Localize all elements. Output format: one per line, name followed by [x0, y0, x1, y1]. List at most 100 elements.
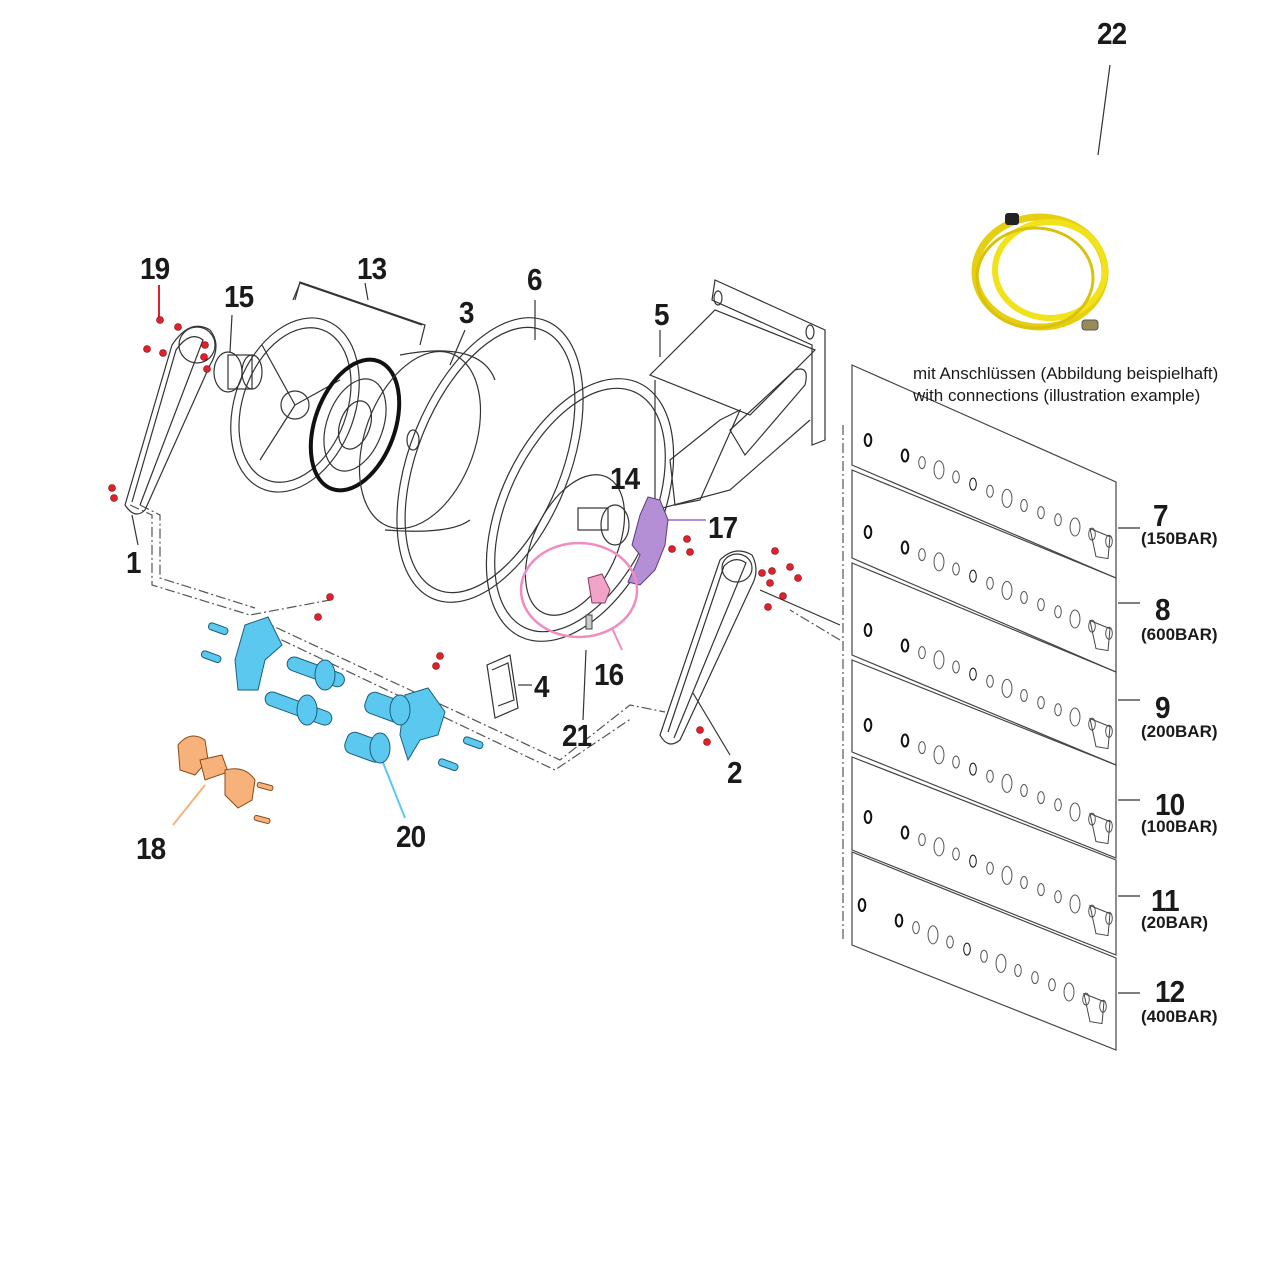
fitting-ring	[1069, 802, 1081, 822]
leader-16	[611, 627, 623, 651]
fitting-ring	[900, 733, 910, 748]
fitting-ring	[1054, 703, 1062, 717]
callout-13: 13	[357, 251, 387, 286]
fitting-ring	[969, 854, 977, 868]
kit-7-pressure: (150BAR)	[1141, 529, 1218, 548]
elbow-fitting	[1089, 717, 1111, 750]
screws-group	[108, 316, 802, 746]
part-5-wall-bracket	[648, 279, 826, 511]
fitting-ring	[918, 548, 926, 562]
part-18-clamp	[177, 735, 274, 825]
fitting-ring	[986, 861, 994, 875]
screw	[764, 603, 772, 611]
fitting-ring	[1001, 865, 1013, 885]
screw	[200, 353, 208, 361]
screw	[794, 574, 802, 582]
fitting-ring	[1020, 499, 1028, 513]
callout-14: 14	[610, 461, 640, 496]
fitting-ring	[933, 650, 945, 670]
callout-20: 20	[396, 819, 426, 854]
part-15-hub	[213, 351, 263, 393]
fitting-ring	[918, 833, 926, 847]
screw	[201, 341, 209, 349]
fitting-ring	[1001, 580, 1013, 600]
fitting-ring	[1054, 605, 1062, 619]
fitting-row	[863, 525, 1113, 652]
fitting-ring	[933, 460, 945, 480]
fittings-group	[857, 433, 1113, 1025]
callout-22: 22	[1097, 16, 1127, 51]
kit-10-pressure: (100BAR)	[1141, 817, 1218, 836]
callout-16: 16	[594, 657, 624, 692]
screw	[766, 579, 774, 587]
kit-10-label: 10	[1155, 787, 1185, 822]
part-17-brake	[627, 496, 669, 586]
part-20-brackets	[200, 616, 484, 772]
part-front-disc	[485, 378, 675, 642]
fitting-ring	[1054, 890, 1062, 904]
fitting-ring	[1037, 696, 1045, 710]
fitting-ring	[969, 667, 977, 681]
screw	[771, 547, 779, 555]
leader-18	[172, 784, 206, 826]
screw	[143, 345, 151, 353]
fitting-ring	[980, 949, 988, 963]
fitting-ring	[933, 745, 945, 765]
fitting-ring	[1014, 964, 1022, 978]
leader-lines	[131, 64, 1140, 994]
kit-11-label: 11	[1151, 883, 1180, 918]
callout-5: 5	[654, 297, 670, 332]
kit-12-label: 12	[1155, 974, 1185, 1009]
fitting-ring	[900, 540, 910, 555]
screw	[108, 484, 116, 492]
screw	[668, 545, 676, 553]
fitting-row	[863, 718, 1113, 845]
fitting-row	[857, 898, 1107, 1025]
part-22-hose	[971, 213, 1109, 331]
fitting-ring	[900, 638, 910, 653]
screw	[786, 563, 794, 571]
fitting-ring	[1001, 773, 1013, 793]
fitting-ring	[900, 448, 910, 463]
fitting-ring	[857, 898, 867, 912]
screw	[683, 535, 691, 543]
screw	[686, 548, 694, 556]
screw	[159, 349, 167, 357]
hose-note-de: mit Anschlüssen (Abbildung beispielhaft)	[913, 364, 1219, 383]
fitting-ring	[1020, 784, 1028, 798]
callout-19: 19	[140, 251, 170, 286]
callout-3: 3	[459, 295, 475, 330]
kit-9-label: 9	[1155, 690, 1171, 725]
fitting-ring	[1037, 883, 1045, 897]
fitting-ring	[1069, 707, 1081, 727]
connection-kit-panels	[851, 364, 1117, 1051]
fitting-ring	[986, 576, 994, 590]
fitting-ring	[986, 674, 994, 688]
callout-1: 1	[126, 545, 142, 580]
screw	[703, 738, 711, 746]
screw	[696, 726, 704, 734]
fitting-ring	[969, 762, 977, 776]
fitting-ring	[1031, 971, 1039, 985]
fitting-ring	[918, 646, 926, 660]
part-4-guide	[486, 654, 519, 719]
fitting-ring	[952, 660, 960, 674]
fitting-ring	[969, 477, 977, 491]
fitting-ring	[1001, 678, 1013, 698]
fitting-ring	[969, 569, 977, 583]
screw	[432, 662, 440, 670]
assembly-path	[129, 425, 844, 940]
fitting-ring	[900, 825, 910, 840]
fitting-ring	[952, 562, 960, 576]
fitting-ring	[1037, 506, 1045, 520]
callout-4: 4	[534, 669, 550, 704]
part-1-left-arm	[124, 325, 217, 515]
callout-21: 21	[562, 718, 592, 753]
callout-18: 18	[136, 831, 166, 866]
fitting-row	[863, 810, 1113, 937]
fitting-ring	[1054, 798, 1062, 812]
fitting-ring	[1020, 591, 1028, 605]
screw	[314, 613, 322, 621]
elbow-fitting	[1089, 619, 1111, 652]
part-13-spring-cover	[230, 281, 426, 493]
